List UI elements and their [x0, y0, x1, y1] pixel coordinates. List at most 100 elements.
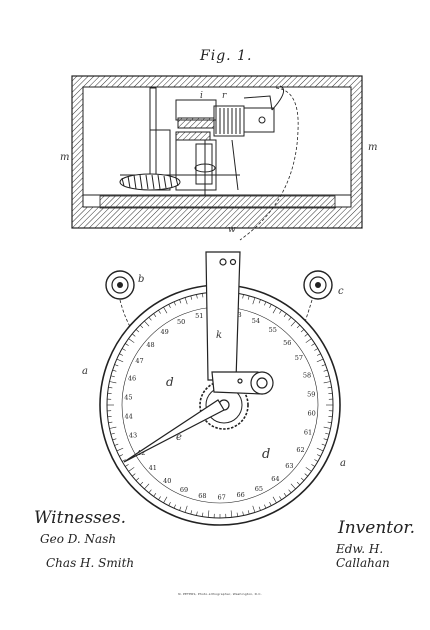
dial-tick — [290, 483, 296, 490]
dial-tick — [296, 481, 301, 486]
dial-tick — [196, 511, 198, 516]
dial-tick — [283, 313, 287, 317]
dial-number: 65 — [255, 485, 263, 493]
dial-tick — [272, 306, 277, 314]
dial-number: 40 — [163, 477, 171, 485]
reference-labels: m m i r w b c a a d d e k — [60, 91, 377, 469]
dial-number: 62 — [296, 446, 304, 454]
dial-tick — [168, 501, 171, 506]
terminal-c — [303, 270, 333, 300]
dial-tick — [121, 459, 126, 462]
label-c: c — [338, 286, 344, 297]
dial-tick — [304, 333, 309, 337]
dial-tick — [236, 512, 238, 517]
dial-tick — [247, 295, 250, 300]
dial-tick — [311, 464, 315, 467]
dial-number: 49 — [160, 328, 168, 336]
dial-tick — [300, 329, 305, 333]
dial-tick — [119, 454, 124, 457]
dial-tick — [325, 432, 330, 435]
label-e: e — [176, 432, 182, 443]
dial-number: 46 — [128, 375, 136, 383]
dial-tick — [304, 473, 309, 477]
label-d-right: d — [262, 447, 270, 462]
printer-credit: N. PETERS, Photo-Lithographer, Washingto… — [178, 592, 262, 596]
dial-tick — [125, 464, 129, 467]
dial-tick — [247, 510, 250, 515]
dial-numbers: 4041424344454647484950515253545556575859… — [124, 310, 316, 502]
dial-tick — [230, 510, 233, 518]
dial-tick — [323, 438, 328, 441]
dial-tick — [190, 295, 193, 300]
dial-tick — [128, 338, 135, 343]
dial-number: 48 — [146, 341, 154, 349]
dial-tick — [139, 481, 144, 486]
dial-number: 43 — [129, 431, 137, 439]
dial-number: 56 — [283, 339, 291, 347]
dial-tick — [316, 358, 324, 363]
connecting-cord — [239, 87, 299, 241]
dial-tick — [116, 447, 124, 452]
dial-tick — [279, 496, 282, 500]
dial-number: 63 — [285, 462, 293, 470]
dial-tick — [153, 313, 157, 317]
figure-title: Fig. 1. — [200, 48, 253, 64]
dial-tick — [179, 299, 182, 304]
label-a-right: a — [340, 458, 346, 469]
dial-tick — [269, 501, 272, 506]
dial-tick — [190, 510, 193, 515]
dial-number: 68 — [198, 492, 206, 500]
dial-tick — [114, 443, 119, 446]
dial-ticks — [107, 292, 333, 518]
dial-number: 59 — [307, 390, 315, 398]
dial-number: 61 — [304, 428, 312, 436]
dial-tick — [264, 504, 267, 509]
dial-tick — [158, 310, 161, 314]
dial-number: 55 — [269, 326, 277, 334]
dial-number: 54 — [252, 317, 260, 325]
dial-tick — [173, 301, 176, 306]
witnesses-heading: Witnesses. — [34, 508, 127, 528]
dial-tick — [110, 432, 115, 435]
dial-tick — [109, 426, 117, 429]
dial-tick — [272, 496, 277, 504]
dial-tick — [131, 333, 136, 337]
dial-tick — [202, 293, 204, 298]
dial-tick — [128, 467, 135, 472]
label-d-left: d — [166, 375, 174, 389]
dial-tick — [144, 320, 150, 327]
dial-tick — [311, 343, 315, 346]
dial-tick — [269, 304, 272, 309]
dial-tick — [125, 343, 129, 346]
dial-tick — [279, 310, 282, 314]
dial-tick — [131, 473, 136, 477]
label-b: b — [138, 274, 144, 285]
dial-number: 64 — [271, 475, 279, 483]
dial-tick — [242, 511, 244, 516]
dial-number: 45 — [124, 393, 132, 401]
dial-tick — [316, 353, 321, 356]
dial-tick — [283, 493, 287, 497]
label-r: r — [222, 91, 227, 101]
dial-number: 50 — [177, 318, 185, 326]
dial-tick — [321, 443, 326, 446]
dial-tick — [121, 348, 126, 351]
dial-number: 51 — [195, 312, 203, 320]
dial-number: 44 — [125, 413, 133, 421]
dial-tick — [316, 447, 324, 452]
dial-tick — [153, 493, 157, 497]
dial-tick — [252, 505, 256, 513]
dial-tick — [184, 505, 188, 513]
dial-tick — [110, 375, 115, 378]
dial-tick — [300, 477, 305, 481]
dial-number: 60 — [308, 410, 316, 418]
label-k: k — [216, 330, 222, 341]
dial-tick — [148, 489, 152, 494]
dial-tick — [264, 301, 267, 306]
terminal-b — [105, 270, 135, 300]
dial-tick — [135, 477, 140, 481]
dial-tick — [327, 387, 332, 389]
clockwork-mechanism — [119, 85, 285, 196]
dial-tick — [116, 358, 124, 363]
dial-tick — [144, 483, 150, 490]
